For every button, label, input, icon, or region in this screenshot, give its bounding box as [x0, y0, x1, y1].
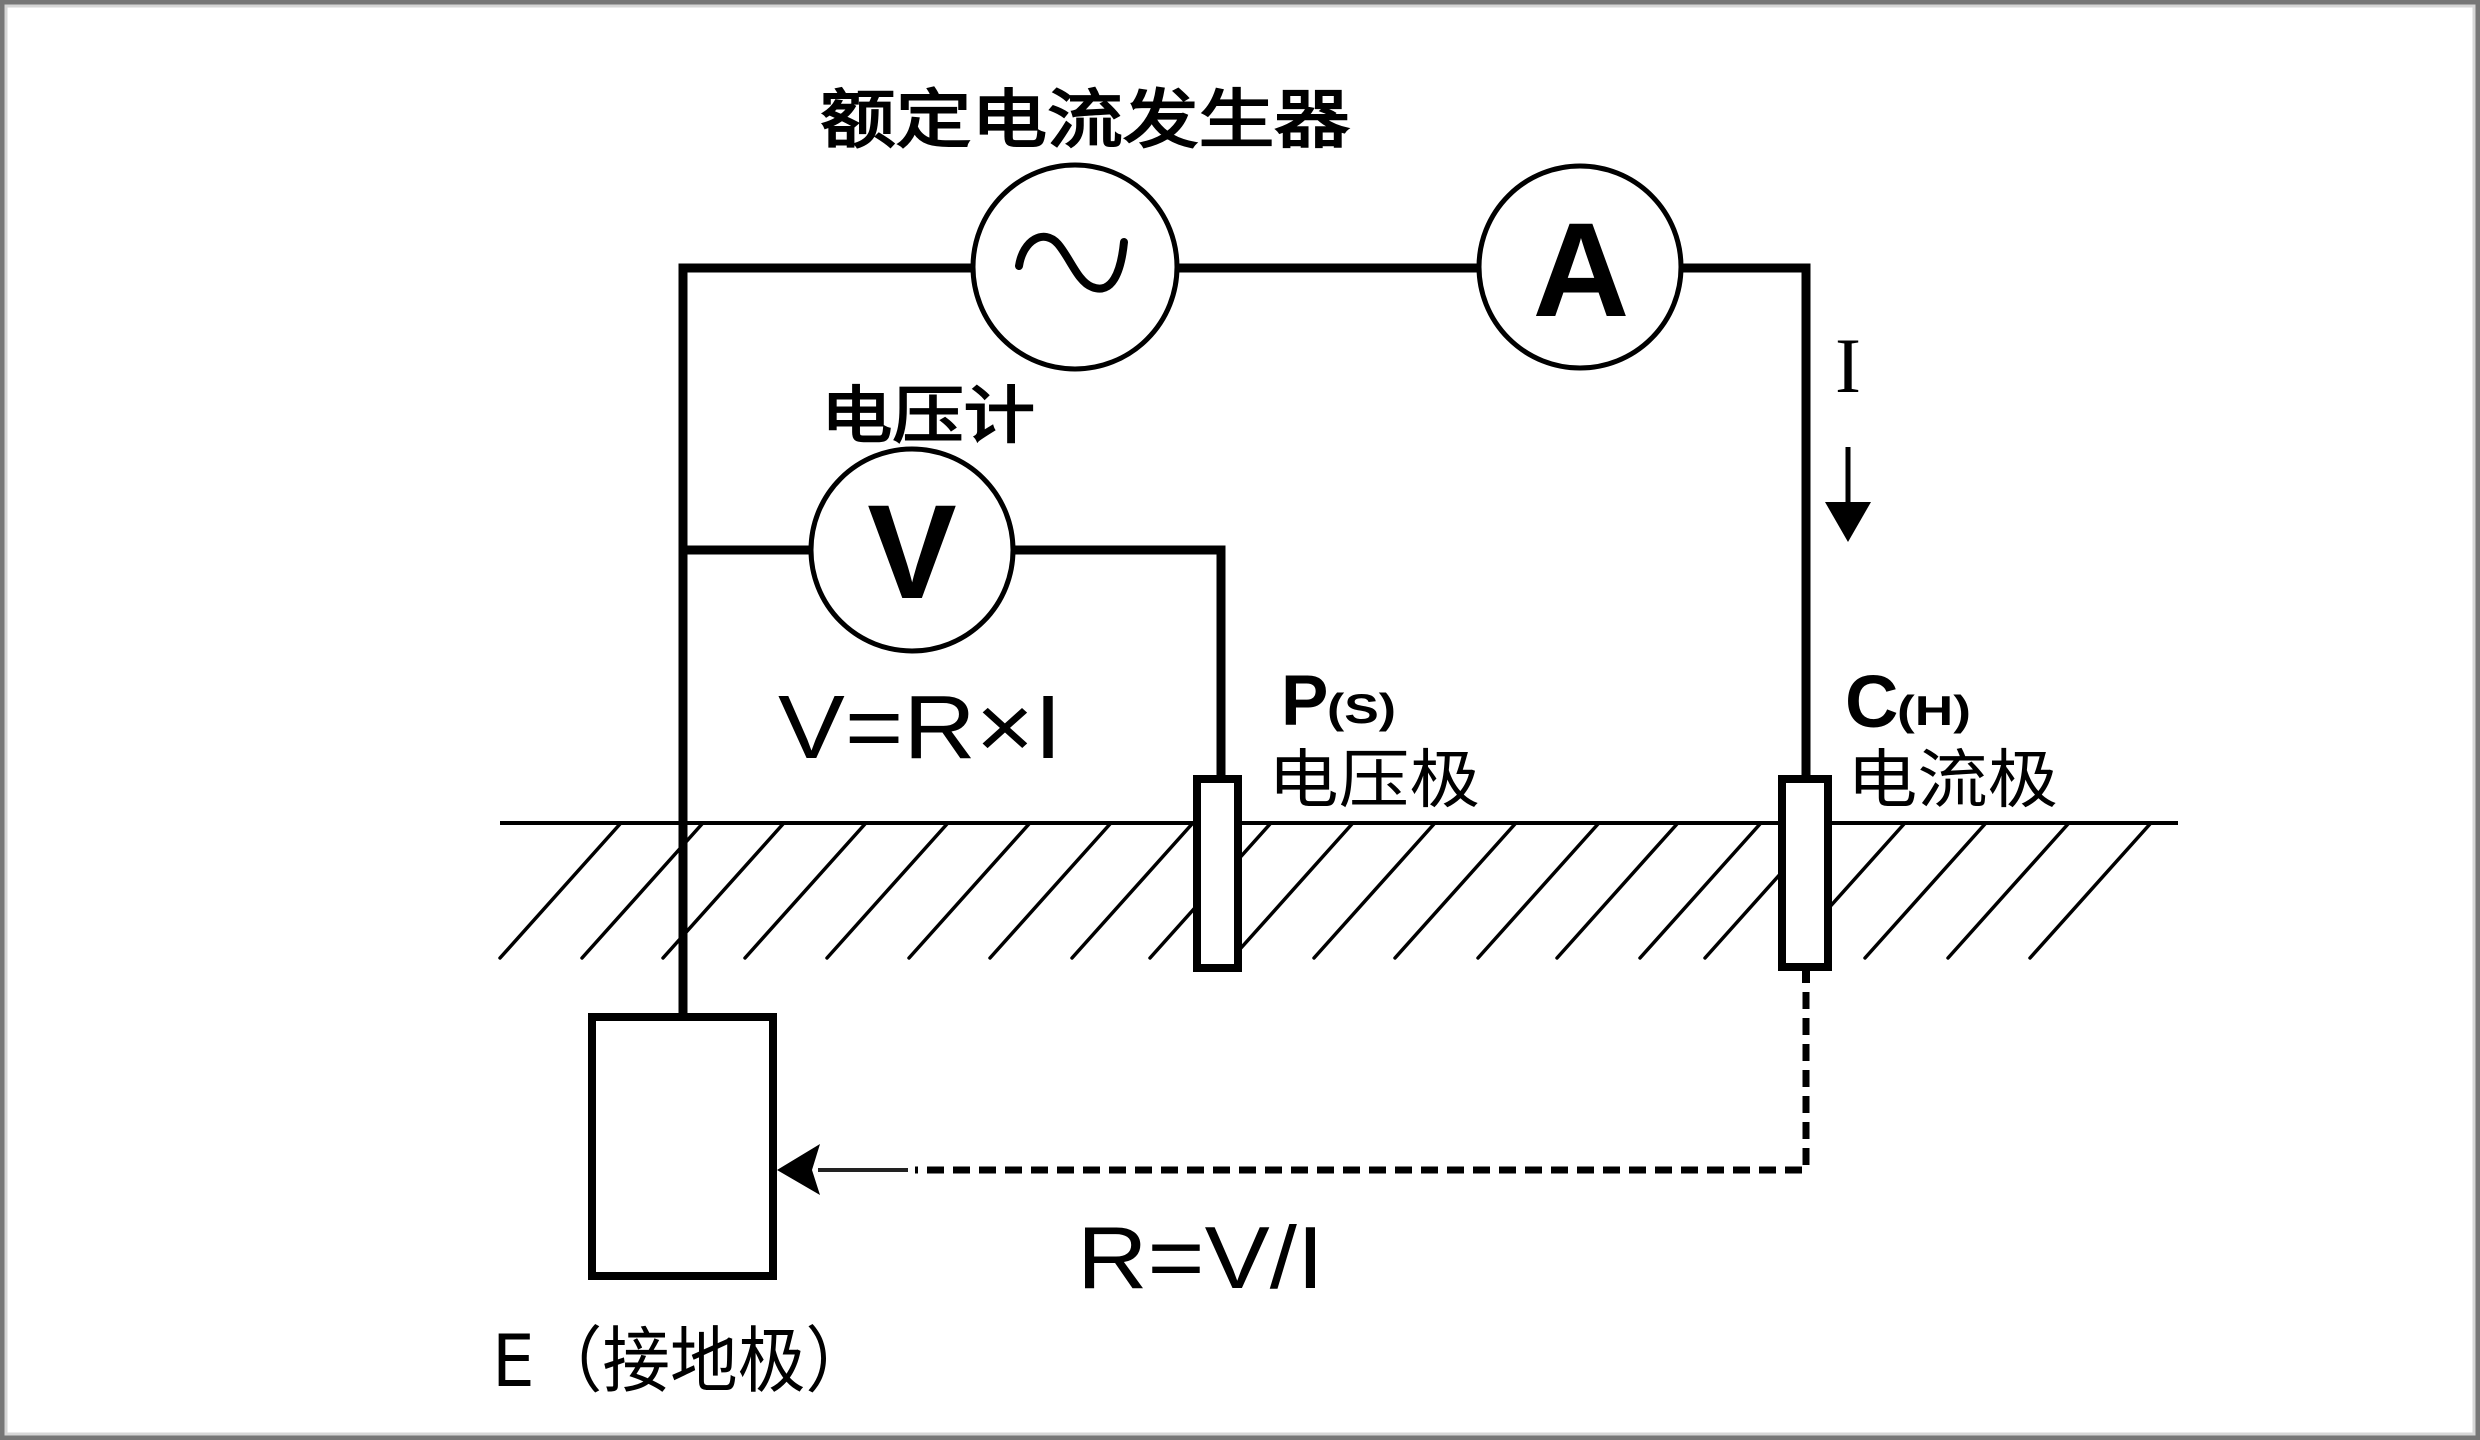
arrow-down-icon	[1825, 447, 1871, 542]
ground-hatch-line	[1230, 822, 1354, 960]
current-probe-alt: (H)	[1897, 687, 1971, 734]
voltmeter-symbol: V	[867, 478, 956, 627]
ground-hatch-line	[1946, 822, 2070, 960]
earth-electrode	[588, 1013, 777, 1280]
formula-ohm: V=R×I	[778, 678, 1062, 778]
ground-hatch-line	[988, 822, 1112, 960]
ground-hatch-line	[1312, 822, 1436, 960]
ground-hatch-line	[743, 822, 867, 960]
ground-hatch-line	[498, 822, 622, 960]
image-frame-inner	[4, 4, 2476, 1436]
voltmeter-label: 电压计	[821, 379, 1035, 452]
return-arrowhead-icon	[777, 1144, 820, 1195]
wire-left-vertical	[678, 263, 976, 1018]
voltmeter-circle	[808, 446, 1016, 654]
ground-hatch-line	[825, 822, 949, 960]
potential-probe-name: 电压极	[1268, 744, 1480, 818]
earth-electrode-label: E（接地极）	[492, 1319, 873, 1403]
current-probe	[1778, 775, 1832, 971]
current-label: I	[1835, 322, 1861, 409]
ground-hatch-line	[1393, 822, 1517, 960]
ground-hatch-line	[2028, 822, 2152, 960]
ac-sine-icon	[1015, 232, 1128, 293]
ground-hatch-line	[1863, 822, 1987, 960]
ground-hatch-line	[1070, 822, 1194, 960]
potential-probe	[1193, 775, 1242, 972]
current-probe-name: 电流极	[1847, 744, 2058, 818]
ammeter-circle	[1476, 163, 1684, 371]
potential-probe-alt: (S)	[1327, 685, 1396, 732]
formula-resistance: R=V/I	[1077, 1208, 1324, 1307]
ground-hatch-line	[1555, 822, 1679, 960]
potential-probe-letter: P	[1281, 662, 1328, 741]
ground-hatching	[498, 822, 2152, 960]
generator-label: 额定电流发生器	[820, 84, 1351, 158]
ground-hatch-line	[907, 822, 1031, 960]
wire-voltmeter-right	[1008, 545, 1226, 784]
wire-top-right	[1678, 263, 1811, 784]
ground-hatch-line	[1638, 822, 1762, 960]
ground-hatch-line	[1476, 822, 1600, 960]
ammeter-symbol: A	[1533, 196, 1630, 345]
current-probe-letter: C	[1845, 660, 1898, 743]
return-path-dashed	[915, 992, 1810, 1174]
